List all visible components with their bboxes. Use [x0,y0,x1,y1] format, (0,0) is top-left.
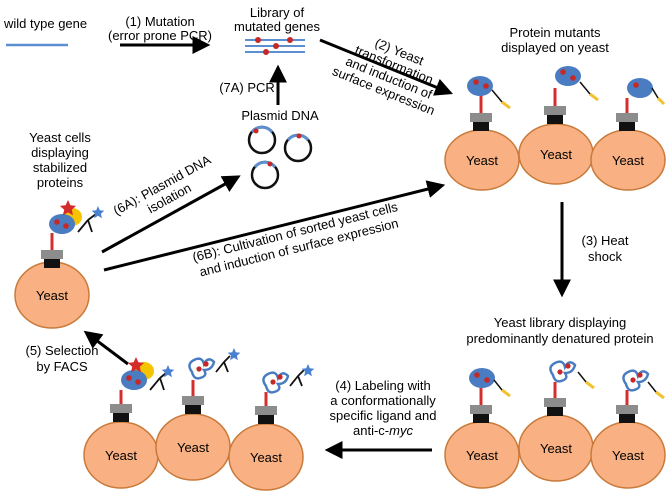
yeast-cell-labeled-2: Yeast [155,348,241,481]
transformation-label: (2) Yeast transformation and induction o… [330,35,437,118]
yeast-label: Yeast [250,450,282,465]
ligand-star-icon [127,357,145,373]
yeast-cell-denatured-2: Yeast [518,360,595,482]
denatured-label-sub: predominantly denatured protein [466,331,653,346]
yeast-label: Yeast [36,288,68,303]
yeast-label: Yeast [540,147,572,162]
yeast-label: Yeast [612,448,644,463]
stabilized-label-3: stabilized [33,160,87,175]
wild-type-gene-label: wild type gene [3,16,87,31]
labeling-label-2: a conformationally [330,393,436,408]
yeast-cell-top-2: Yeast [518,66,599,185]
mutants-label-sub: displayed on yeast [501,40,609,55]
denatured-label: Yeast library displaying [494,315,626,330]
yeast-cell-stabilized: Yeast [14,200,105,329]
arrow-transformation [319,38,454,96]
yeast-label: Yeast [105,448,137,463]
antibody-star-icon [227,348,241,361]
ligand-star-icon [59,200,77,216]
plasmid-label: Plasmid DNA [241,108,319,123]
mutants-label: Protein mutants [509,25,601,40]
yeast-label: Yeast [466,448,498,463]
labeling-label-4: anti-c-myc [353,423,413,438]
library-label: Library of [250,5,305,20]
mutation-label-sub: (error prone PCR) [108,28,212,43]
plasmid-dna [247,125,313,190]
selection-label: (5) Selection [26,343,99,358]
pcr-label: (7A) PCR [219,80,275,95]
heat-shock-label: (3) Heat [582,233,629,248]
arrow-cultivation [103,180,446,272]
yeast-cell-top-3: Yeast [590,78,666,191]
stabilized-label: Yeast cells [29,130,91,145]
yeast-cell-top-1: Yeast [444,76,520,191]
yeast-label: Yeast [466,153,498,168]
yeast-cell-denatured-1: Yeast [444,368,520,489]
stabilized-label-2: displaying [31,145,89,160]
labeling-label: (4) Labeling with [335,378,430,393]
mutation-label: (1) Mutation [125,14,194,29]
antibody-star-icon [161,365,175,378]
yeast-label: Yeast [612,153,644,168]
yeast-cell-denatured-3: Yeast [590,369,666,489]
library-label-sub: mutated genes [234,19,321,34]
yeast-cell-labeled-1: Yeast [83,357,175,489]
antibody-star-icon [91,206,105,219]
selection-label-sub: by FACS [36,359,88,374]
arrow-selection [83,330,129,366]
mutated-gene-library [245,37,305,55]
yeast-cell-labeled-3: Yeast [228,364,315,491]
labeling-label-3: specific ligand and [330,408,437,423]
arrow-plasmid-isolation [101,175,241,254]
stabilized-label-4: proteins [37,175,84,190]
antibody-star-icon [301,364,315,377]
plasmid-isolation-label: (6A): Plasmid DNA isolation [111,152,214,218]
heat-shock-label-sub: shock [588,249,622,264]
yeast-label: Yeast [540,441,572,456]
yeast-label: Yeast [177,440,209,455]
